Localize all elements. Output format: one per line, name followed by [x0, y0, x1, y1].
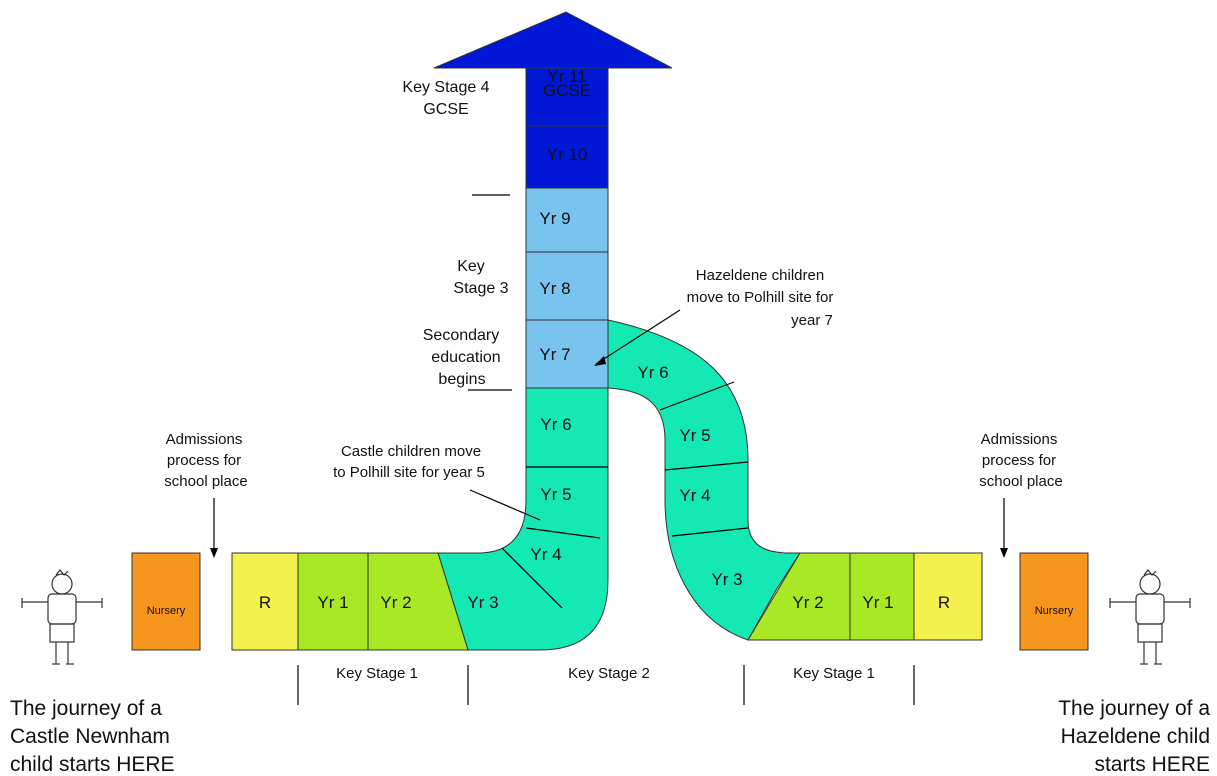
- label-right-nursery: Nursery: [1035, 605, 1074, 617]
- label-yr10: Yr 10: [547, 145, 588, 164]
- secondary-label-line1: Secondary: [423, 327, 500, 344]
- ks4-label-line2: GCSE: [423, 101, 468, 118]
- label-yr8: Yr 8: [539, 279, 570, 298]
- hazel-note-line1: Hazeldene children: [696, 267, 824, 284]
- admissions-left-line3: school place: [164, 473, 247, 490]
- hazel-note-line3: year 7: [791, 312, 833, 329]
- castle-note-line1: Castle children move: [341, 443, 481, 460]
- ks1-right-label: Key Stage 1: [793, 665, 875, 682]
- label-left-yr5: Yr 5: [540, 485, 571, 504]
- label-yr7: Yr 7: [539, 345, 570, 364]
- admissions-left-line1: Admissions: [166, 431, 243, 448]
- label-yr11: Yr 11: [547, 67, 586, 86]
- cell-right-r: [913, 552, 983, 641]
- label-right-r: R: [938, 593, 950, 612]
- journey-right-line2: Hazeldene child: [1061, 725, 1210, 748]
- label-left-yr3: Yr 3: [467, 593, 498, 612]
- label-left-yr2: Yr 2: [380, 593, 411, 612]
- label-left-yr1: Yr 1: [317, 593, 348, 612]
- label-left-nursery: Nursery: [147, 605, 186, 617]
- admissions-right-line3: school place: [979, 473, 1062, 490]
- label-gcse: GCSE: [543, 81, 591, 100]
- cell-left-yr1: [297, 552, 369, 651]
- label-left-r: R: [259, 593, 271, 612]
- castle-note-pointer: [469, 489, 541, 521]
- left-child-figure: [21, 569, 103, 665]
- admissions-right-line2: process for: [982, 452, 1056, 469]
- ks3-label-line2: Stage 3: [453, 280, 508, 297]
- ks1-left-label: Key Stage 1: [336, 665, 418, 682]
- journey-left-line3: child starts HERE: [10, 753, 175, 776]
- left-nursery-box: [131, 552, 201, 651]
- arrow-head: [433, 11, 673, 69]
- admissions-right-arrowhead: [1000, 548, 1008, 558]
- label-right-yr5: Yr 5: [679, 426, 710, 445]
- right-child-figure: [1109, 569, 1191, 665]
- cell-yr7: [525, 319, 609, 389]
- admissions-left-arrowhead: [210, 548, 218, 558]
- admissions-right-line1: Admissions: [981, 431, 1058, 448]
- hazel-note-line2: move to Polhill site for: [687, 289, 834, 306]
- cell-yr8: [525, 251, 609, 321]
- hazel-note-arrowhead: [594, 356, 606, 366]
- cell-yr11: [525, 67, 609, 127]
- journey-right-line1: The journey of a: [1058, 697, 1210, 720]
- journey-left-line1: The journey of a: [10, 697, 162, 720]
- right-nursery-box: [1019, 552, 1089, 651]
- secondary-label-line3: begins: [438, 371, 485, 388]
- label-right-yr1: Yr 1: [862, 593, 893, 612]
- label-yr9: Yr 9: [539, 209, 570, 228]
- secondary-label-line2: education: [431, 349, 500, 366]
- cell-left-yr2: [367, 552, 469, 651]
- cell-left-r: [231, 552, 299, 651]
- label-right-yr3: Yr 3: [711, 570, 742, 589]
- ks3-label-line1: Key: [457, 258, 485, 275]
- hazel-note-pointer: [595, 309, 681, 365]
- label-right-yr6: Yr 6: [637, 363, 668, 382]
- label-left-yr6: Yr 6: [540, 415, 571, 434]
- journey-right-line3: starts HERE: [1094, 753, 1210, 776]
- cell-yr9: [525, 187, 609, 253]
- castle-note-line2: to Polhill site for year 5: [333, 464, 485, 481]
- admissions-left-line2: process for: [167, 452, 241, 469]
- label-right-yr4: Yr 4: [679, 486, 710, 505]
- left-ks2-track: [437, 387, 609, 651]
- right-ks2-track: [607, 319, 801, 641]
- label-left-yr4: Yr 4: [530, 545, 561, 564]
- ks4-label-line1: Key Stage 4: [402, 79, 489, 96]
- cell-yr10: [525, 125, 609, 189]
- label-right-yr2: Yr 2: [792, 593, 823, 612]
- journey-left-line2: Castle Newnham: [10, 725, 170, 748]
- ks2-label: Key Stage 2: [568, 665, 650, 682]
